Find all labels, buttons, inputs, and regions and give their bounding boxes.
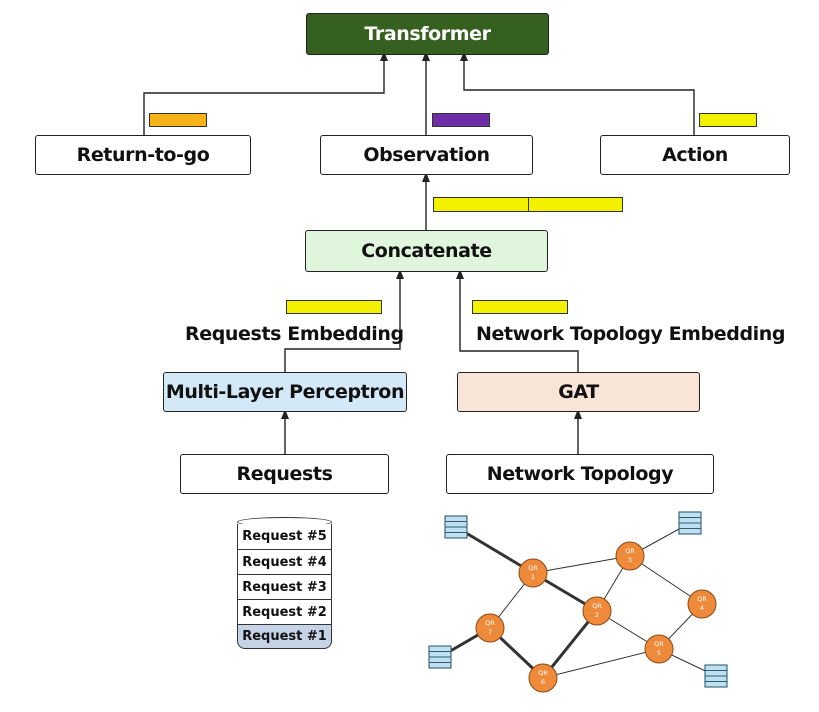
svg-text:QR: QR [538,669,548,677]
network-topology-box: Network Topology [446,454,714,494]
requests-box: Requests [180,454,389,494]
svg-text:7: 7 [488,628,492,636]
request-item: Request #1 [237,624,332,649]
qr-node-6: QR 6 [528,663,558,693]
svg-text:QR: QR [592,602,602,610]
transformer-label: Transformer [364,23,491,45]
edge-action-transformer [460,51,695,135]
network-topology-embedding-bar [472,300,568,314]
qr-node-5: QR 5 [644,634,674,664]
server-icon [678,511,702,535]
qr-node-7: QR 7 [475,613,505,643]
mlp-label: Multi-Layer Perceptron [165,381,405,403]
return-to-go-label: Return-to-go [76,144,210,166]
concatenate-box: Concatenate [305,230,548,272]
edge-returntogo-transformer [143,51,388,135]
svg-text:QR: QR [528,564,538,572]
gat-label: GAT [558,381,599,403]
requests-embedding-bar [286,300,382,314]
return-to-go-box: Return-to-go [35,135,251,175]
concatenated-embedding-bar-left [433,197,529,212]
network-topology-label: Network Topology [486,463,674,485]
action-embedding-bar [699,113,757,127]
requests-label: Requests [236,463,333,485]
qr-node-4: QR 4 [687,589,717,619]
server-icon [704,664,728,688]
gat-box: GAT [457,372,700,412]
mlp-box: Multi-Layer Perceptron [163,372,407,412]
request-item: Request #4 [237,549,332,574]
svg-text:QR: QR [697,595,707,603]
server-icon [444,515,468,539]
svg-text:QR: QR [654,640,664,648]
qr-node-2: QR 2 [582,596,612,626]
action-box: Action [600,135,790,175]
transformer-box: Transformer [306,13,549,55]
observation-label: Observation [363,144,490,166]
network-topology-embedding-label: Network Topology Embedding [476,323,786,345]
observation-embedding-bar [432,113,490,127]
action-label: Action [662,144,728,166]
svg-text:QR: QR [485,619,495,627]
requests-embedding-label: Requests Embedding [185,323,404,345]
edge-mlp-concatenate [284,269,404,372]
svg-text:1: 1 [531,573,535,581]
return-to-go-embedding-bar [149,113,207,127]
concatenate-label: Concatenate [361,240,492,262]
server-icon [428,645,452,669]
qr-nodes: QR 1 QR 2 QR 3 QR 4 QR 5 QR 6 [475,541,717,693]
svg-text:3: 3 [628,556,632,564]
request-item: Request #3 [237,574,332,599]
server-icons [428,511,728,688]
request-item: Request #2 [237,599,332,624]
svg-text:2: 2 [595,611,599,619]
svg-text:5: 5 [657,649,661,657]
edge-gat-concatenate [456,269,579,372]
svg-text:QR: QR [625,547,635,555]
svg-text:4: 4 [700,604,704,612]
network-graph [439,522,717,680]
svg-text:6: 6 [541,678,545,686]
concatenated-embedding-bar-right [528,197,623,212]
observation-box: Observation [320,135,533,175]
qr-node-1: QR 1 [518,558,548,588]
qr-node-3: QR 3 [615,541,645,571]
request-item: Request #5 [237,524,332,549]
